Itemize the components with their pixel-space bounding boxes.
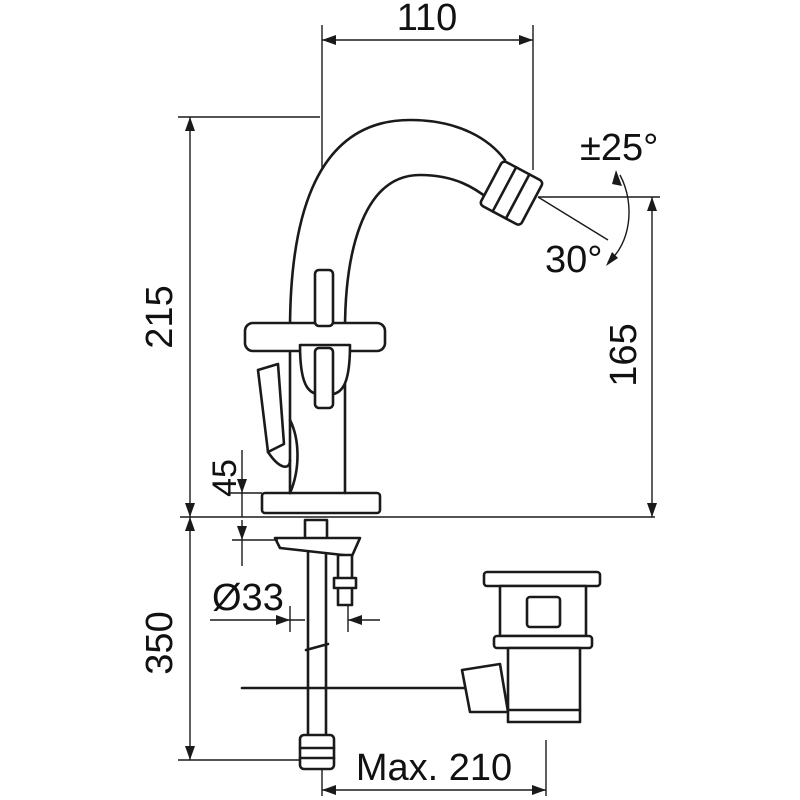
dimension-height-215: 215 <box>139 116 320 517</box>
dimension-thickness <box>232 520 278 566</box>
label-max-210: Max. 210 <box>356 747 512 789</box>
dimension-max-210: Max. 210 <box>321 740 547 796</box>
label-height-165: 165 <box>603 323 645 386</box>
dimension-width-110: 110 <box>321 0 534 170</box>
label-length-350: 350 <box>139 611 181 674</box>
label-swivel-angle: ±25° <box>580 127 658 169</box>
dimension-angles: ±25° 30° <box>537 127 660 281</box>
label-spray-angle: 30° <box>545 239 602 281</box>
label-height-45: 45 <box>206 459 244 497</box>
dimension-length-350: 350 <box>139 517 300 761</box>
under-sink-assembly <box>180 516 655 771</box>
label-diameter-33: Ø33 <box>212 577 284 619</box>
dimension-diameter-33: Ø33 <box>210 577 380 632</box>
drain-waste <box>482 570 602 724</box>
dimension-height-165: 165 <box>603 197 657 517</box>
dimension-height-45: 45 <box>206 450 262 517</box>
faucet-body <box>243 118 544 515</box>
label-width-110: 110 <box>397 0 458 39</box>
label-height-215: 215 <box>139 285 181 348</box>
